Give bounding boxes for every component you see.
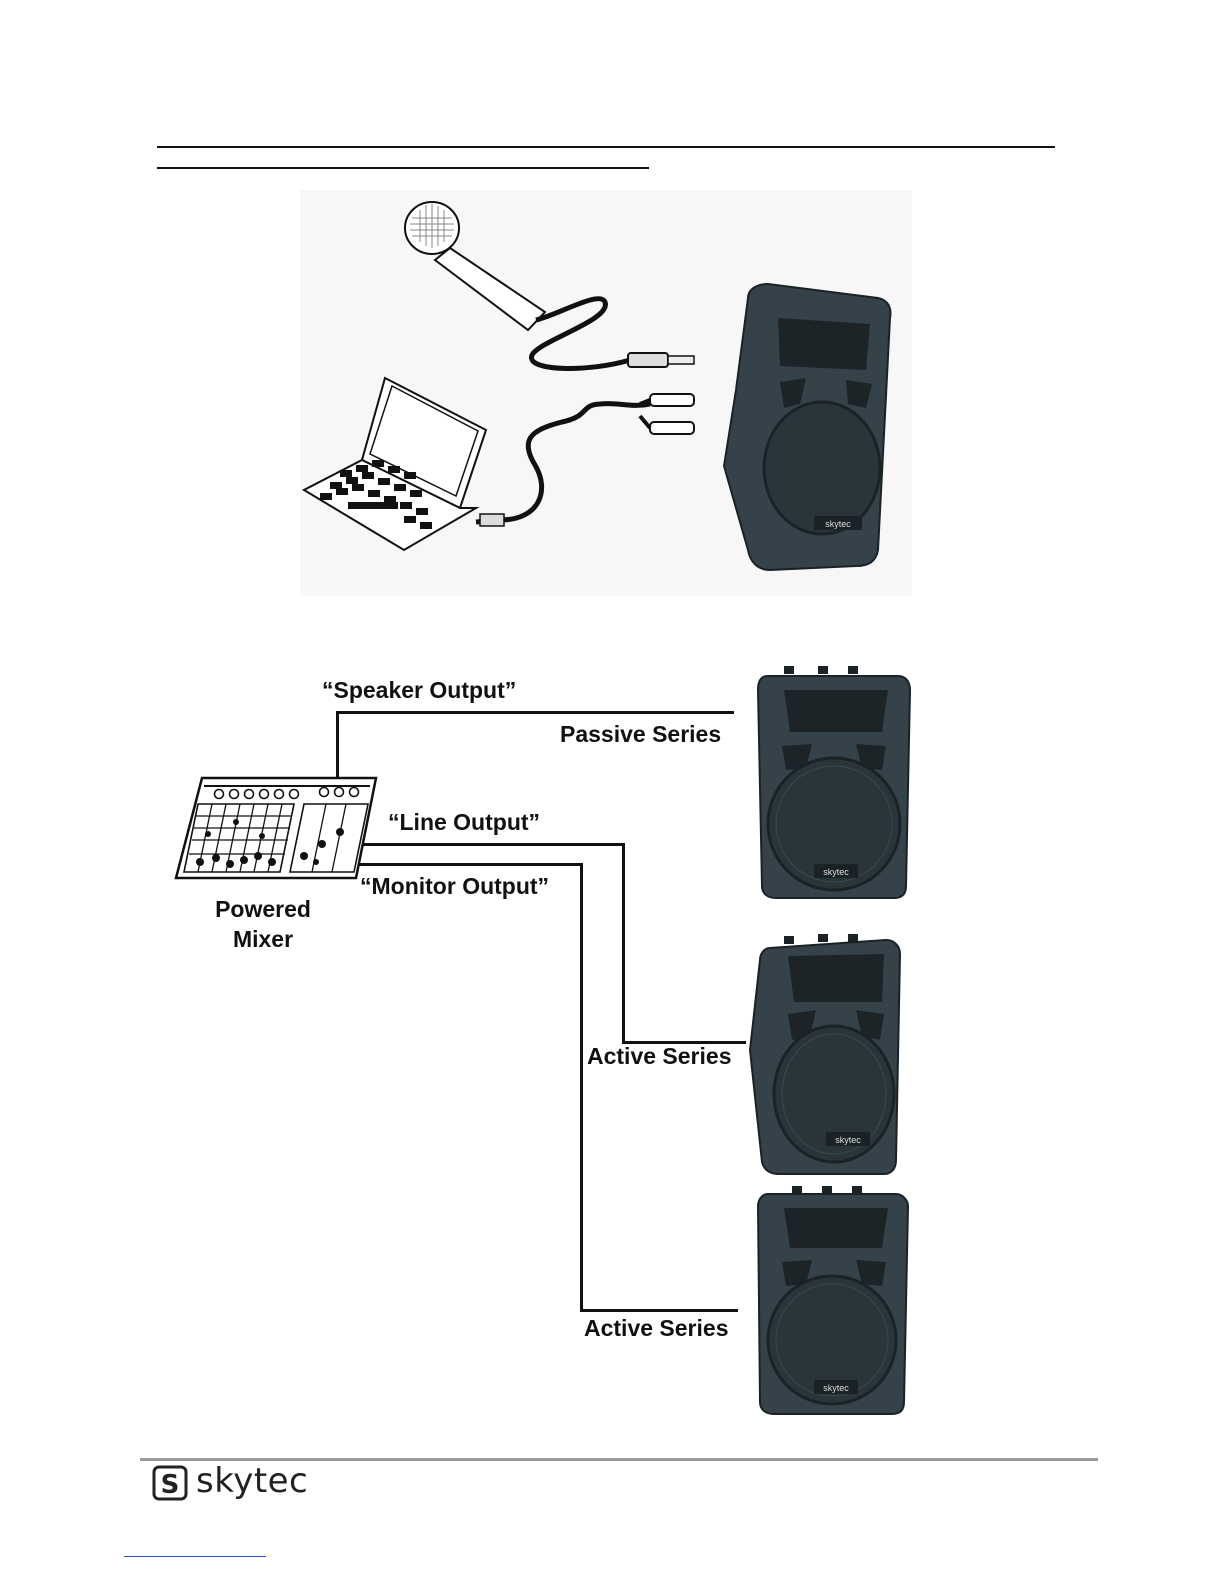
active-series-label-2: Active Series	[584, 1315, 728, 1342]
logo-letter: S	[161, 1470, 180, 1500]
speaker-badge: skytec	[835, 1135, 861, 1145]
passive-series-label: Passive Series	[560, 721, 721, 748]
speaker-icon: skytec	[724, 284, 891, 570]
footer-brand: skytec	[196, 1461, 308, 1501]
monitor-output-label: “Monitor Output”	[360, 873, 549, 900]
line-output-wire-vertical	[622, 843, 625, 1044]
svg-text:skytec: skytec	[825, 519, 851, 529]
connection-illustration: skytec	[300, 190, 912, 596]
powered-mixer-label-line2: Mixer	[200, 924, 326, 954]
speaker-output-wire-horizontal	[336, 711, 734, 714]
monitor-output-wire-to-speaker	[580, 1309, 738, 1312]
monitor-output-wire-horizontal	[352, 863, 582, 866]
line-output-wire-horizontal	[360, 843, 624, 846]
monitor-output-wire-vertical	[580, 863, 583, 1312]
header-rule-short	[157, 167, 649, 169]
footer-link-underline	[124, 1556, 266, 1557]
speaker-output-wire-vertical	[336, 711, 339, 777]
speaker-output-label: “Speaker Output”	[322, 677, 516, 704]
active-speaker-1: skytec	[744, 930, 904, 1178]
active-series-label-1: Active Series	[587, 1043, 731, 1070]
speaker-badge: skytec	[823, 1383, 849, 1393]
active-speaker-2: skytec	[752, 1184, 912, 1416]
powered-mixer-label-line1: Powered	[200, 894, 326, 924]
passive-speaker: skytec	[754, 664, 914, 900]
powered-mixer-label: Powered Mixer	[200, 894, 326, 954]
header-rule-long	[157, 146, 1055, 148]
line-output-label: “Line Output”	[388, 809, 540, 836]
speaker-badge: skytec	[823, 867, 849, 877]
skytec-logo-icon: S	[152, 1465, 188, 1501]
mixer-icon	[174, 774, 380, 886]
